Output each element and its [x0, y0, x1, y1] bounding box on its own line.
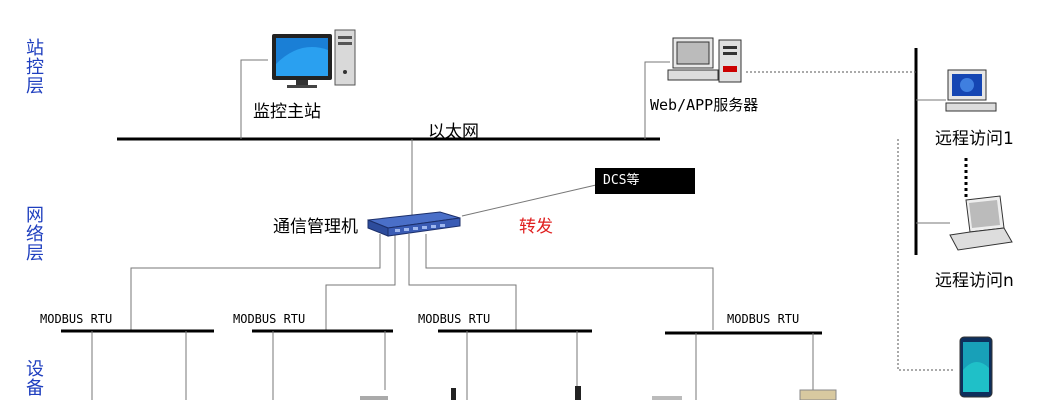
layer-label-device: 设备 [26, 359, 44, 399]
dcs-box: DCS等 [595, 168, 695, 194]
branch-4 [425, 234, 714, 330]
device-fragment [652, 396, 682, 400]
modbus-label-2: MODBUS RTU [233, 312, 306, 326]
branch-3 [408, 234, 517, 330]
comm-manager-label: 通信管理机 [273, 217, 358, 237]
server-link [644, 61, 670, 139]
desktop-computer-icon [272, 29, 356, 88]
web-server-label: Web/APP服务器 [650, 96, 759, 114]
device-fragment [360, 396, 388, 400]
master-station-label: 监控主站 [253, 102, 321, 122]
modbus-label-1: MODBUS RTU [40, 312, 113, 326]
laptop-icon [949, 195, 1013, 251]
phone-link [897, 139, 955, 371]
layer-label-network: 网络层 [26, 205, 44, 264]
forward-label: 转发 [519, 217, 553, 237]
server-computer-icon [667, 37, 742, 83]
device-fragment [575, 386, 581, 400]
master-link [240, 59, 268, 139]
dcs-link [461, 184, 597, 217]
remote-pc-icon [945, 69, 997, 112]
remote-access-n-label: 远程访问n [935, 271, 1014, 291]
branch-1 [130, 234, 381, 330]
ethernet-label: 以太网 [428, 122, 479, 142]
layer-label-station: 站控层 [26, 38, 44, 97]
phone-icon [959, 336, 993, 398]
device-drops [91, 331, 814, 400]
modbus-label-4: MODBUS RTU [727, 312, 800, 326]
modbus-label-3: MODBUS RTU [418, 312, 491, 326]
remote-access-1-label: 远程访问1 [935, 129, 1014, 149]
device-fragment [451, 388, 456, 400]
device-fragment [799, 389, 837, 400]
branch-2 [325, 234, 396, 330]
switch-icon [367, 211, 461, 237]
